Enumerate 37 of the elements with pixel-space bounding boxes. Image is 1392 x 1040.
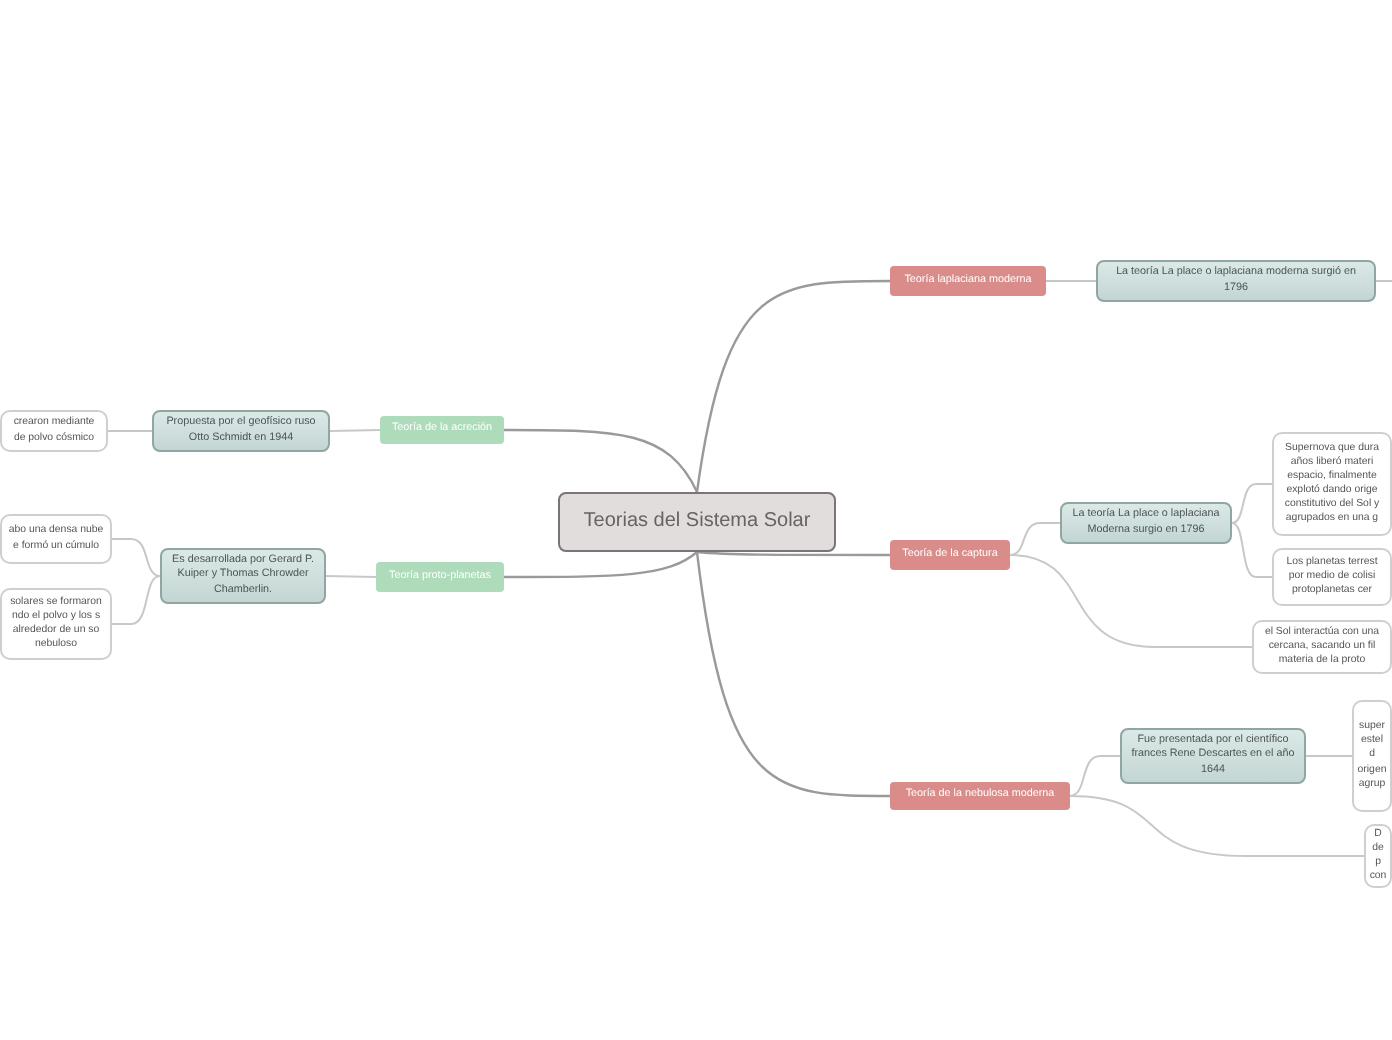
subtopic-box	[1060, 502, 1232, 544]
node-label: Teorias del Sistema Solar	[583, 508, 811, 536]
subtopic-box	[1120, 728, 1306, 784]
connector-line	[1231, 483, 1273, 524]
connector-line	[504, 551, 698, 579]
note-box	[1272, 548, 1392, 606]
topic-box	[380, 416, 504, 444]
note-box	[1252, 620, 1392, 674]
connector-line	[329, 429, 381, 432]
note-box	[1364, 824, 1392, 889]
note-box	[1352, 700, 1392, 812]
subtopic-box	[1096, 260, 1376, 302]
connector-line	[1045, 280, 1097, 282]
connector-line	[1069, 755, 1121, 797]
connector-line	[504, 428, 699, 493]
connector-line	[1069, 795, 1365, 857]
central-topic-box	[558, 492, 836, 552]
note-box	[0, 514, 112, 564]
connector-line	[696, 550, 890, 557]
connector-line	[1009, 522, 1061, 556]
connector-line	[111, 575, 161, 625]
connector-line	[1375, 280, 1392, 282]
connector-line	[325, 575, 377, 578]
topic-box	[890, 266, 1046, 296]
subtopic-box	[152, 410, 330, 452]
connector-line	[1009, 554, 1253, 648]
connector-line	[1231, 522, 1273, 578]
subtopic-box	[160, 548, 326, 604]
topic-box	[890, 782, 1070, 810]
topic-box	[376, 562, 504, 592]
connector-line	[695, 279, 890, 493]
connector-line	[111, 538, 161, 577]
connector-line	[695, 551, 890, 798]
connector-line	[1305, 755, 1353, 757]
note-box	[0, 410, 108, 452]
connector-line	[107, 430, 153, 432]
topic-box	[890, 540, 1010, 570]
